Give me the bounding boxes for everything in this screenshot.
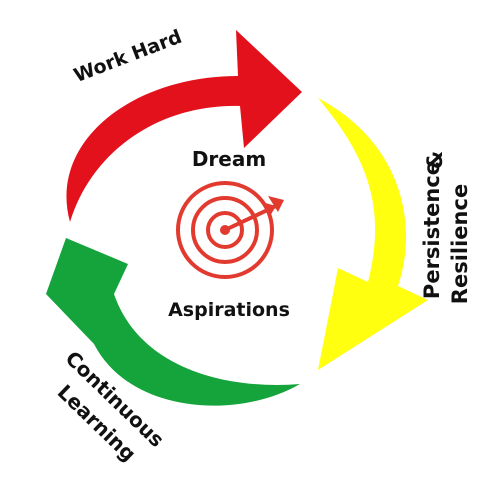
persistence-resilience-arrow	[318, 98, 428, 370]
persistence-label: Persistence	[420, 161, 444, 299]
resilience-label: Resilience	[448, 184, 472, 304]
continuous-learning-arrow	[46, 238, 300, 406]
persistence-connector: &	[423, 151, 447, 169]
center-top-text: Dream	[192, 147, 266, 171]
work-hard-arrow	[66, 30, 302, 222]
center-bottom-text: Aspirations	[168, 299, 290, 321]
target-with-arrow-icon	[176, 181, 284, 279]
work-hard-label: Work Hard	[71, 26, 185, 87]
